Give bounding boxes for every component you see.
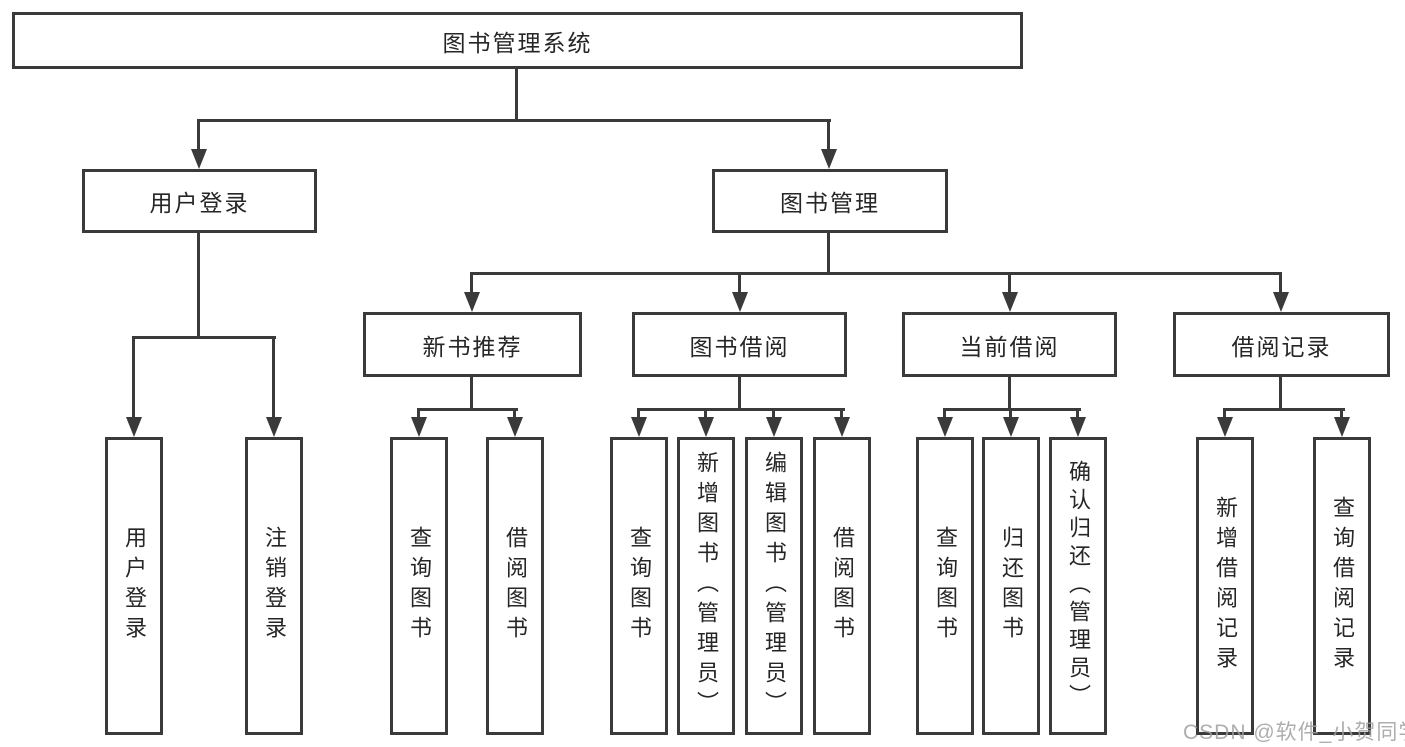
- leaf-query-books-recommend: 查询图书: [390, 437, 448, 735]
- connector-line: [1008, 272, 1011, 294]
- node-book-borrow: 图书借阅: [632, 312, 847, 377]
- leaf-label: 查询图书: [627, 526, 652, 646]
- leaf-borrow-books-recommend: 借阅图书: [486, 437, 544, 735]
- connector-line: [515, 69, 518, 119]
- connector-line: [943, 408, 1081, 411]
- leaf-label: 归还图书: [999, 526, 1024, 646]
- connector-line: [1279, 377, 1282, 410]
- connector-line: [513, 408, 516, 419]
- arrowhead-down-icon: [821, 149, 837, 169]
- leaf-label: 确认归还（管理员）: [1066, 460, 1091, 712]
- leaf-return-book: 归还图书: [982, 437, 1040, 735]
- connector-line: [1340, 408, 1343, 419]
- connector-line: [132, 336, 276, 339]
- arrowhead-down-icon: [834, 417, 850, 437]
- node-label: 图书借阅: [689, 333, 790, 360]
- arrowhead-down-icon: [1217, 417, 1233, 437]
- arrowhead-down-icon: [411, 417, 427, 437]
- node-label: 新书推荐: [422, 333, 523, 360]
- arrowhead-down-icon: [1002, 292, 1018, 312]
- connector-line: [637, 408, 640, 419]
- connector-line: [1076, 408, 1079, 419]
- connector-line: [132, 336, 135, 419]
- arrowhead-down-icon: [1003, 417, 1019, 437]
- leaf-label: 借阅图书: [830, 526, 855, 646]
- connector-line: [470, 272, 473, 294]
- leaf-confirm-return-admin: 确认归还（管理员）: [1049, 437, 1107, 735]
- connector-line: [470, 377, 473, 410]
- leaf-query-books-borrow: 查询图书: [610, 437, 668, 735]
- node-book-management: 图书管理: [712, 169, 948, 233]
- arrowhead-down-icon: [732, 292, 748, 312]
- connector-line: [272, 336, 275, 419]
- arrowhead-down-icon: [464, 292, 480, 312]
- node-label: 图书管理: [780, 190, 880, 216]
- connector-line: [197, 119, 831, 122]
- leaf-add-borrow-record: 新增借阅记录: [1196, 437, 1254, 735]
- connector-line: [197, 233, 200, 336]
- arrowhead-down-icon: [191, 149, 207, 169]
- connector-line: [738, 377, 741, 410]
- connector-line: [840, 408, 843, 419]
- connector-line: [1223, 408, 1226, 419]
- arrowhead-down-icon: [766, 417, 782, 437]
- arrowhead-down-icon: [1334, 417, 1350, 437]
- leaf-logout: 注销登录: [245, 437, 303, 735]
- arrowhead-down-icon: [631, 417, 647, 437]
- leaf-borrow-books: 借阅图书: [813, 437, 871, 735]
- leaf-label: 查询借阅记录: [1330, 496, 1355, 676]
- connector-line: [417, 408, 518, 411]
- watermark: CSDN @软件_小贺同学: [1183, 721, 1405, 744]
- node-current-borrow: 当前借阅: [902, 312, 1117, 377]
- leaf-user-login: 用户登录: [105, 437, 163, 735]
- node-label: 当前借阅: [959, 333, 1060, 360]
- node-user-login: 用户登录: [82, 169, 317, 233]
- leaf-add-book-admin: 新增图书（管理员）: [677, 437, 735, 735]
- connector-line: [637, 408, 845, 411]
- node-new-book-recommend: 新书推荐: [363, 312, 582, 377]
- connector-line: [1009, 408, 1012, 419]
- connector-line: [772, 408, 775, 419]
- connector-line: [1223, 408, 1345, 411]
- connector-line: [827, 233, 830, 274]
- arrowhead-down-icon: [937, 417, 953, 437]
- node-library-management-system: 图书管理系统: [12, 12, 1023, 69]
- connector-line: [417, 408, 420, 419]
- leaf-label: 编辑图书（管理员）: [762, 451, 787, 721]
- connector-line: [470, 272, 1282, 275]
- node-label: 借阅记录: [1231, 333, 1332, 360]
- leaf-label: 新增借阅记录: [1213, 496, 1238, 676]
- arrowhead-down-icon: [507, 417, 523, 437]
- node-label: 用户登录: [149, 190, 250, 216]
- connector-line: [943, 408, 946, 419]
- leaf-label: 查询图书: [407, 526, 432, 646]
- arrowhead-down-icon: [266, 417, 282, 437]
- leaf-label: 借阅图书: [503, 526, 528, 646]
- connector-line: [1279, 272, 1282, 294]
- leaf-label: 查询图书: [933, 526, 958, 646]
- leaf-query-books-current: 查询图书: [916, 437, 974, 735]
- leaf-label: 注销登录: [262, 526, 287, 646]
- leaf-label: 新增图书（管理员）: [694, 451, 719, 721]
- arrowhead-down-icon: [698, 417, 714, 437]
- node-borrow-records: 借阅记录: [1173, 312, 1390, 377]
- arrowhead-down-icon: [1273, 292, 1289, 312]
- arrowhead-down-icon: [1070, 417, 1086, 437]
- leaf-edit-book-admin: 编辑图书（管理员）: [745, 437, 803, 735]
- node-label: 图书管理系统: [442, 29, 593, 56]
- connector-line: [738, 272, 741, 294]
- leaf-query-borrow-record: 查询借阅记录: [1313, 437, 1371, 735]
- leaf-label: 用户登录: [122, 526, 147, 646]
- connector-line: [827, 119, 830, 151]
- arrowhead-down-icon: [126, 417, 142, 437]
- connector-line: [1008, 377, 1011, 410]
- connector-line: [197, 119, 200, 151]
- connector-line: [704, 408, 707, 419]
